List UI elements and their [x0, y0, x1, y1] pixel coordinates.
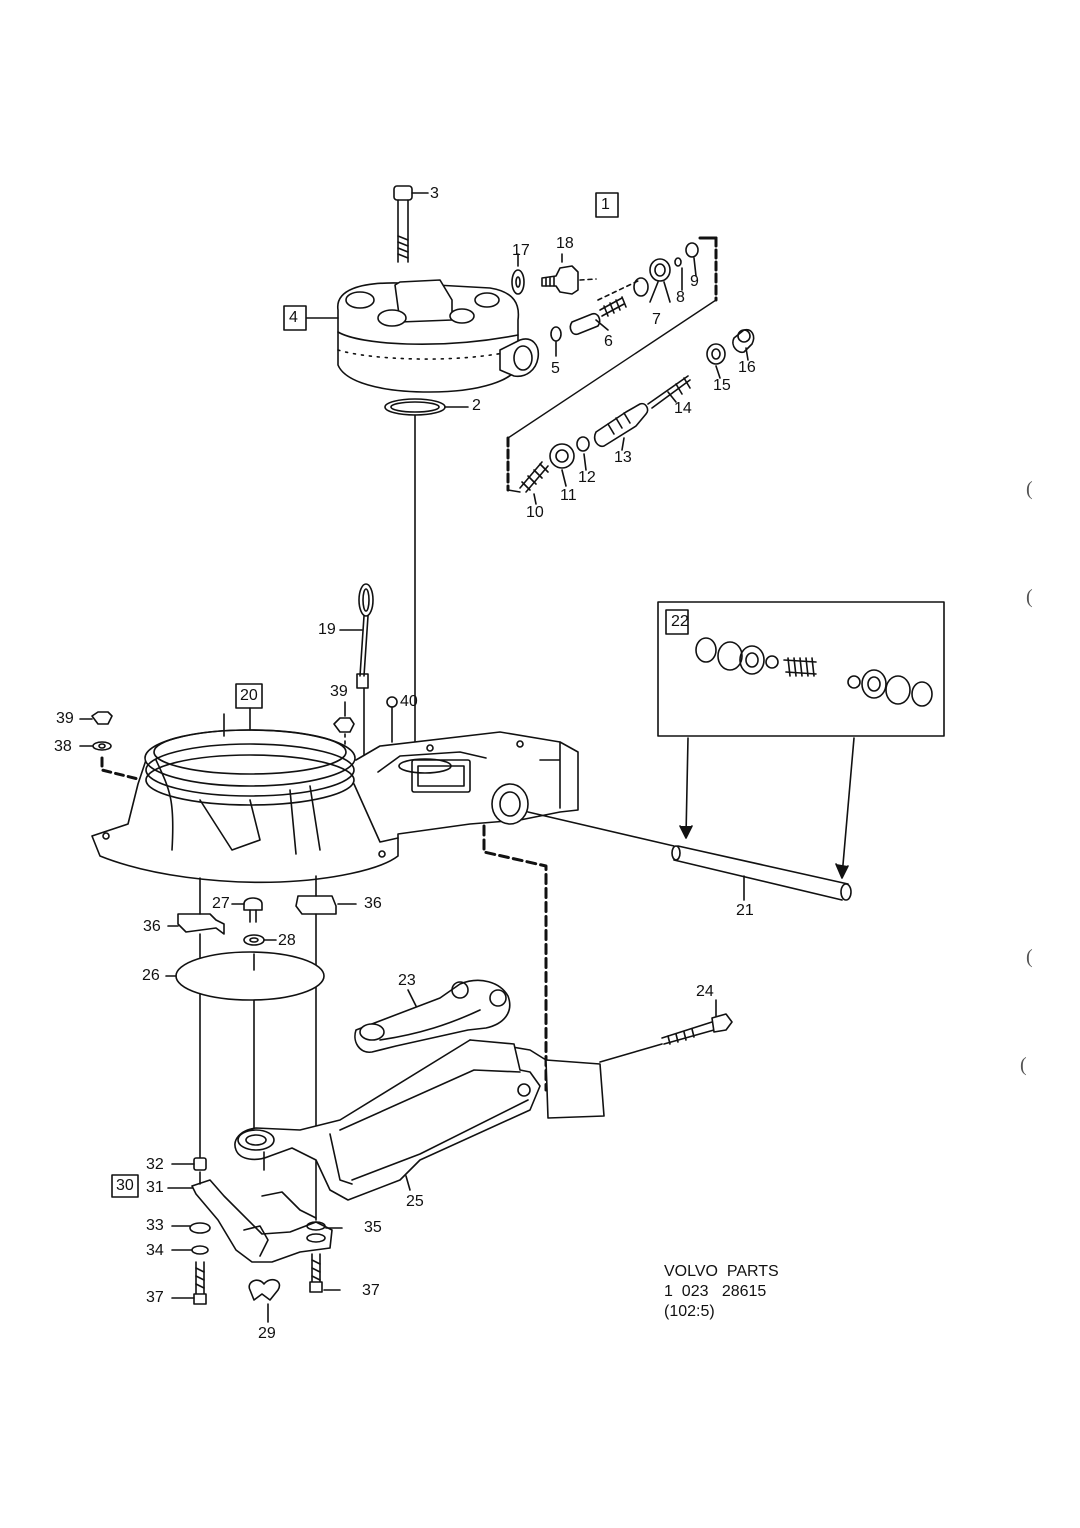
part-label-29: 29: [258, 1325, 276, 1342]
part-label-36-left: 36: [143, 918, 161, 935]
part-label-26: 26: [142, 967, 160, 984]
shaft-part-21: [527, 811, 852, 901]
part-label-30: 30: [116, 1177, 134, 1194]
dipstick-part-19: [339, 583, 374, 761]
part-label-6: 6: [604, 333, 613, 350]
bolt-part-3: [393, 185, 429, 263]
part-label-16: 16: [738, 359, 756, 376]
part-label-23: 23: [398, 972, 416, 989]
gasket-ring-part-2: [384, 398, 469, 416]
margin-mark-4: (: [1020, 1054, 1027, 1076]
part-label-21: 21: [736, 902, 754, 919]
part-label-35: 35: [364, 1219, 382, 1236]
part-label-10: 10: [526, 504, 544, 521]
margin-mark-3: (: [1026, 946, 1033, 968]
part-label-36-right: 36: [364, 895, 382, 912]
part-label-13: 13: [614, 449, 632, 466]
part-label-3: 3: [430, 185, 439, 202]
part-label-17: 17: [512, 242, 530, 259]
caption-line-number: 1 023 28615: [664, 1283, 767, 1300]
parts-reference-caption: VOLVO PARTS 1 023 28615 (102:5): [664, 1262, 779, 1322]
plug-part-40: [386, 696, 398, 743]
part-label-2: 2: [472, 397, 481, 414]
part-label-11: 11: [560, 487, 577, 504]
part-label-28: 28: [278, 932, 296, 949]
part-label-9: 9: [690, 273, 699, 290]
part-label-1: 1: [601, 196, 610, 213]
part-label-5: 5: [551, 360, 560, 377]
valve-group-bracket: [506, 236, 718, 493]
part-label-40: 40: [400, 693, 418, 710]
valve-lower-parts-10-16: [519, 328, 755, 505]
part-label-37-left: 37: [146, 1289, 164, 1306]
caption-line-page: (102:5): [664, 1303, 715, 1320]
part-label-14: 14: [674, 400, 692, 417]
part-label-37-right: 37: [362, 1282, 380, 1299]
part-label-24: 24: [696, 983, 714, 1000]
part-label-39-left: 39: [56, 710, 74, 727]
nut-washer-parts-38-39-left: [79, 711, 144, 782]
bolt-part-24-and-block: [469, 999, 733, 1119]
part-label-19: 19: [318, 621, 336, 638]
part-label-4: 4: [289, 309, 298, 326]
part-label-38: 38: [54, 738, 72, 755]
bottom-plate-part-30: [111, 1157, 343, 1323]
assembly-dashed-link: [482, 824, 548, 1092]
cover-disc-part-26: [165, 951, 325, 1129]
part-label-39-center: 39: [330, 683, 348, 700]
margin-mark-1: (: [1026, 478, 1033, 500]
part-label-8: 8: [676, 289, 685, 306]
link-arm-part-23: [354, 979, 511, 1053]
part-label-27: 27: [212, 895, 230, 912]
caption-line-brand: VOLVO PARTS: [664, 1263, 779, 1280]
washer-and-union-parts-17-18: [511, 253, 597, 295]
part-label-7: 7: [652, 311, 661, 328]
part-label-32: 32: [146, 1156, 164, 1173]
part-label-31: 31: [146, 1179, 164, 1196]
part-label-34: 34: [146, 1242, 164, 1259]
kit-box-part-22: [657, 601, 945, 879]
part-label-25: 25: [406, 1193, 424, 1210]
transmission-casing-part-20: [91, 683, 579, 884]
margin-mark-2: (: [1026, 586, 1033, 608]
part-label-15: 15: [713, 377, 731, 394]
part-label-20: 20: [240, 687, 258, 704]
cover-housing-part-4: [283, 279, 540, 393]
part-label-33: 33: [146, 1217, 164, 1234]
valve-upper-parts-5-9: [550, 242, 699, 357]
bolt-washer-parts-27-28: [231, 897, 277, 946]
part-label-22: 22: [671, 613, 689, 630]
part-label-12: 12: [578, 469, 596, 486]
part-label-18: 18: [556, 235, 574, 252]
part-1-box: [595, 192, 619, 218]
mounting-bracket-part-25: [234, 1039, 541, 1201]
